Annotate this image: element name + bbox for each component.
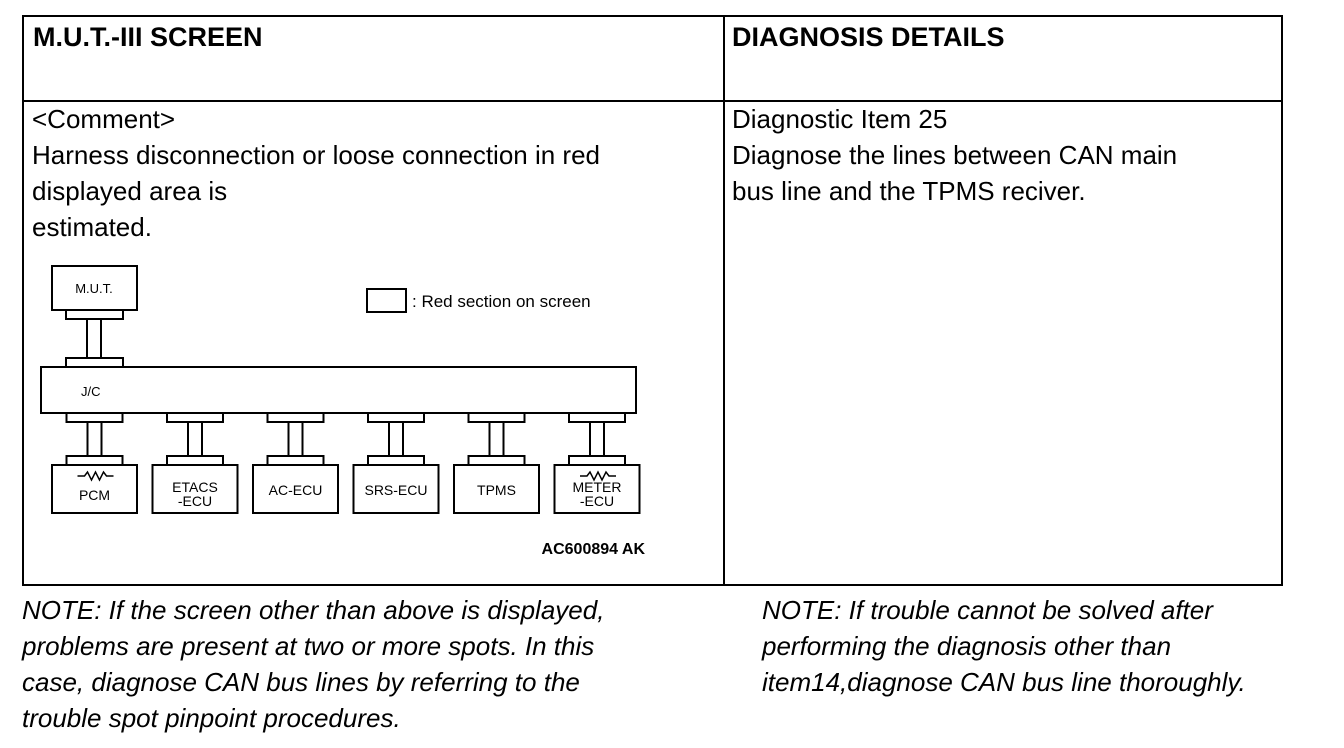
ecu-box: [151, 464, 239, 514]
ecu-connector-top: [467, 412, 526, 423]
ecu-box: [252, 464, 339, 514]
ecu-connector-top: [65, 412, 124, 423]
column-divider: [723, 17, 725, 584]
diagnosis-description: Diagnose the lines between CAN main bus …: [732, 140, 1178, 206]
diagnostic-item-title: Diagnostic Item 25: [732, 104, 948, 134]
ecu-label: ETACS: [172, 479, 218, 495]
figure-code: AC600894 AK: [542, 541, 646, 558]
mut-label: M.U.T.: [75, 281, 113, 296]
left-column-header: M.U.T.-III SCREEN: [33, 22, 263, 52]
ecu-connector-bottom: [568, 455, 626, 466]
ecu-label: SRS-ECU: [364, 482, 427, 498]
right-column-header: DIAGNOSIS DETAILS: [732, 22, 1005, 52]
ecu-label-line2: -ECU: [580, 493, 614, 509]
ecu-connector-top: [568, 412, 626, 423]
mut-connector-bottom: [65, 357, 124, 368]
ecu-label: TPMS: [477, 482, 516, 498]
ecu-label: METER: [573, 479, 622, 495]
comment-tag: <Comment>: [32, 104, 176, 134]
ecu-connector-bottom: [266, 455, 325, 466]
note-left: NOTE: If the screen other than above is …: [22, 595, 605, 733]
ecu-connector-bottom: [166, 455, 224, 466]
ecu-node: PCM: [51, 412, 138, 514]
ecu-connector-top: [166, 412, 224, 423]
jc-label: J/C: [81, 384, 101, 399]
ecu-connector-bottom: [467, 455, 526, 466]
comment-text: Harness disconnection or loose connectio…: [32, 140, 601, 242]
ecu-node: SRS-ECU: [352, 412, 440, 514]
ecu-node: AC-ECU: [252, 412, 339, 514]
note-right: NOTE: If trouble cannot be solved after …: [762, 595, 1246, 697]
ecu-connector-bottom: [65, 455, 124, 466]
ecu-node: METER-ECU: [553, 412, 641, 514]
ecu-node: ETACS-ECU: [151, 412, 239, 514]
can-bus-diagram: M.U.T. : Red section on screen J/C PCM ET…: [40, 265, 646, 558]
resistor-icon: [580, 470, 616, 482]
ecu-connector-top: [367, 412, 425, 423]
ecu-connector-top: [266, 412, 325, 423]
ecu-box: [51, 464, 138, 514]
ecu-box: [352, 464, 440, 514]
resistor-icon: [77, 470, 114, 482]
ecu-label-line2: -ECU: [178, 493, 212, 509]
jc-bar: [40, 366, 637, 414]
mut-connector-top: [65, 309, 124, 320]
ecu-connector-bottom: [367, 455, 425, 466]
diagnosis-table: M.U.T.-III SCREEN DIAGNOSIS DETAILS <Com…: [22, 15, 1283, 586]
ecu-label: AC-ECU: [269, 482, 323, 498]
ecu-node: TPMS: [453, 412, 540, 514]
ecu-box: [453, 464, 540, 514]
header-divider: [24, 100, 1281, 102]
ecu-label: PCM: [79, 487, 110, 503]
legend-swatch: [366, 288, 407, 313]
ecu-box: [553, 464, 641, 514]
legend-text: : Red section on screen: [412, 292, 591, 311]
